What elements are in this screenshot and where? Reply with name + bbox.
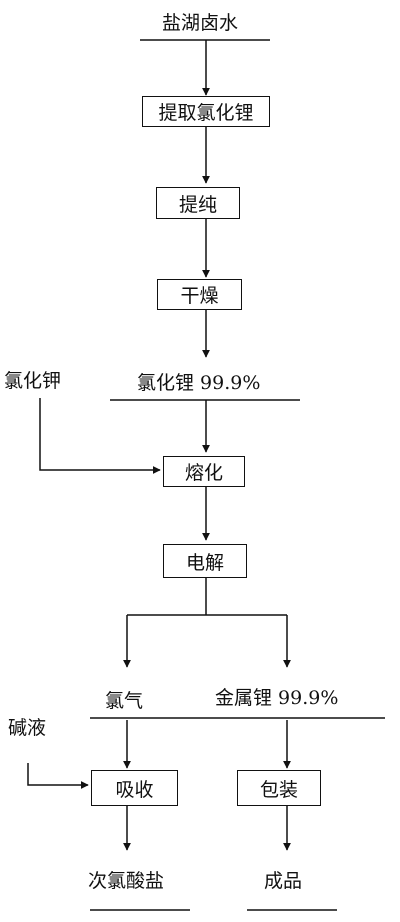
node-alkali: 碱液 (8, 717, 47, 739)
node-hypochlorite: 次氯酸盐 (88, 870, 165, 892)
node-lithium-metal: 金属锂 99.9% (215, 687, 339, 709)
node-package: 包装 (237, 770, 321, 806)
node-extract: 提取氯化锂 (142, 96, 270, 127)
node-source: 盐湖卤水 (162, 12, 239, 34)
node-dry: 干燥 (157, 279, 242, 310)
node-product: 成品 (264, 870, 303, 892)
arrow-kcl-melt (39, 398, 161, 474)
node-melt: 熔化 (163, 456, 245, 487)
node-chlorine: 氯气 (105, 690, 144, 712)
node-absorb: 吸收 (91, 770, 178, 806)
node-licl: 氯化锂 99.9% (137, 372, 261, 394)
node-electrolysis: 电解 (163, 544, 247, 578)
node-purify: 提纯 (156, 187, 240, 219)
node-kcl: 氯化钾 (4, 370, 62, 392)
arrow-alkali-absorb (27, 763, 89, 789)
